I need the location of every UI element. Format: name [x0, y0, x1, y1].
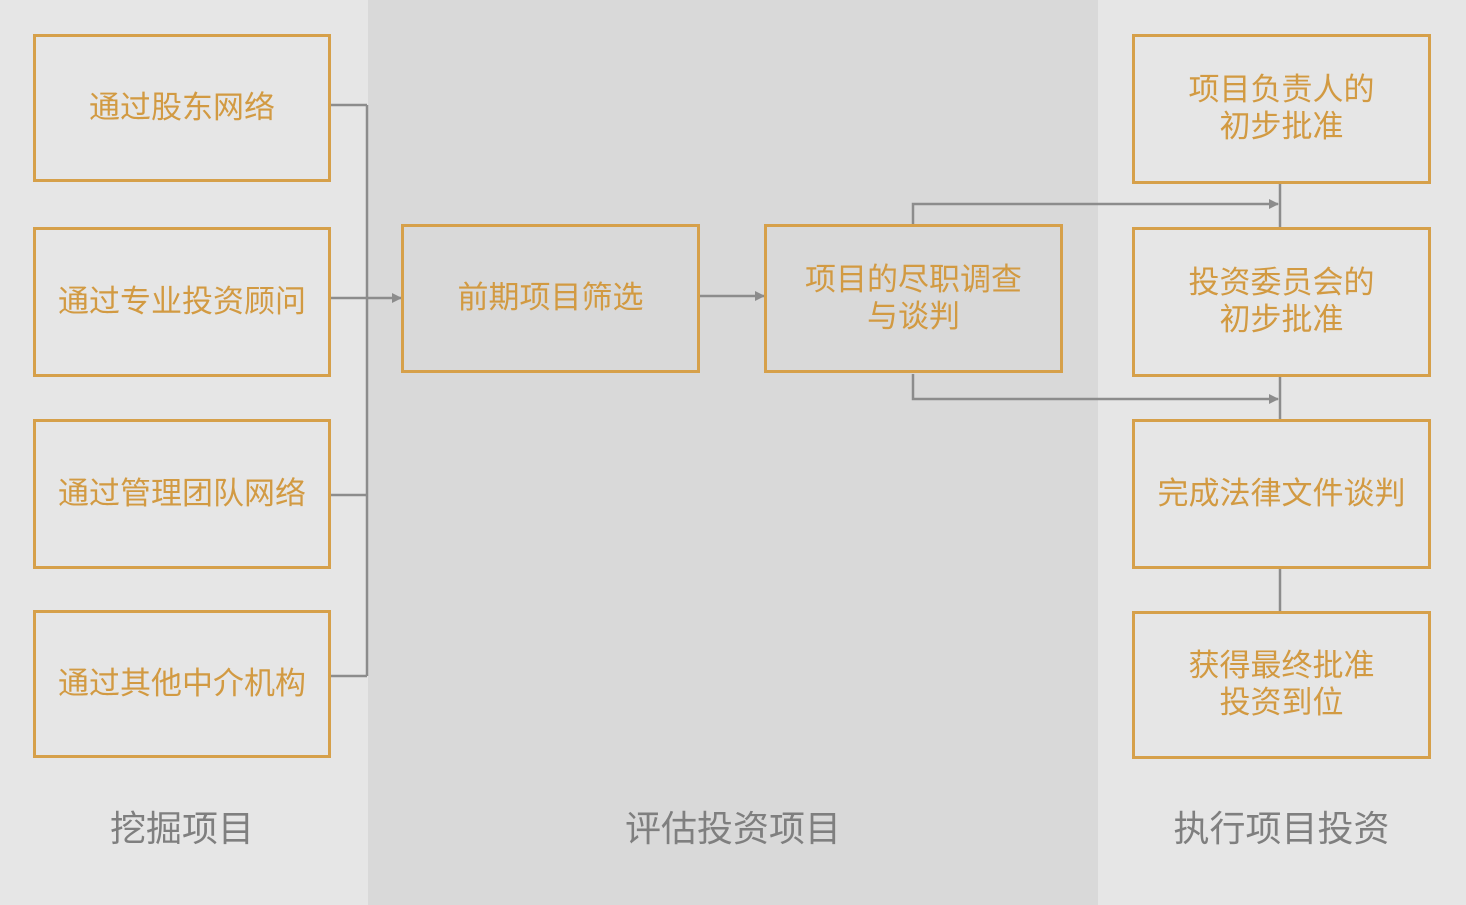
due-diligence-node: 项目的尽职调查 与谈判	[764, 224, 1063, 373]
exec-legal-negotiation-label: 完成法律文件谈判	[1157, 475, 1406, 512]
exec-project-lead-approval-label: 项目负责人的 初步批准	[1188, 72, 1375, 145]
column-title-execute: 执行项目投资	[1173, 809, 1390, 850]
column-execute-background	[1098, 0, 1466, 905]
exec-committee-approval: 投资委员会的 初步批准	[1132, 227, 1431, 377]
source-management-network-label: 通过管理团队网络	[58, 475, 306, 512]
screening-node-label: 前期项目筛选	[457, 280, 644, 316]
source-other-intermediaries: 通过其他中介机构	[33, 610, 331, 758]
source-investment-advisor-label: 通过专业投资顾问	[58, 283, 306, 320]
source-other-intermediaries-label: 通过其他中介机构	[58, 665, 306, 702]
exec-final-approval: 获得最终批准 投资到位	[1132, 611, 1431, 759]
screening-node: 前期项目筛选	[401, 224, 700, 373]
column-discover-background	[0, 0, 368, 905]
source-management-network: 通过管理团队网络	[33, 419, 331, 569]
column-title-discover: 挖掘项目	[109, 809, 254, 850]
exec-project-lead-approval: 项目负责人的 初步批准	[1132, 34, 1431, 184]
due-diligence-node-label: 项目的尽职调查 与谈判	[805, 261, 1022, 335]
exec-committee-approval-label: 投资委员会的 初步批准	[1188, 265, 1375, 338]
source-investment-advisor: 通过专业投资顾问	[33, 227, 331, 377]
exec-final-approval-label: 获得最终批准 投资到位	[1188, 648, 1375, 721]
column-evaluate-background	[368, 0, 1098, 905]
source-shareholder-network-label: 通过股东网络	[89, 89, 275, 126]
arrow-to-exec-2	[911, 374, 1279, 404]
exec-legal-negotiation: 完成法律文件谈判	[1132, 419, 1431, 569]
column-title-evaluate: 评估投资项目	[624, 809, 841, 850]
source-shareholder-network: 通过股东网络	[33, 34, 331, 182]
arrow-to-exec-1	[911, 199, 1279, 225]
